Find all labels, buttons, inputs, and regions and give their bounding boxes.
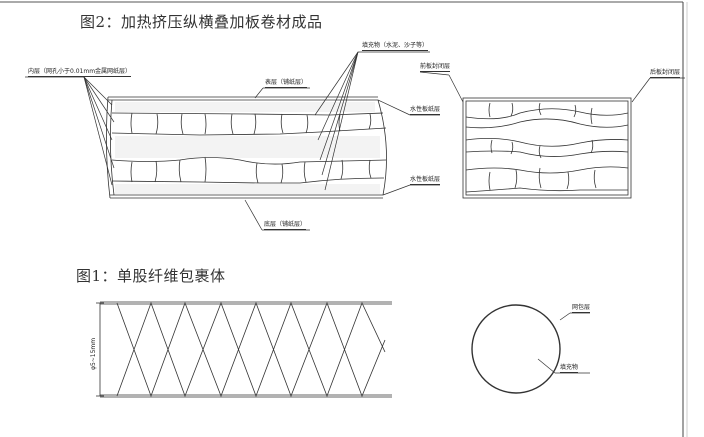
label-horizontal-layer-2: 水性板纸层 — [410, 176, 441, 185]
figure2-title: 图2：加热挤压纵横叠加板卷材成品 — [80, 13, 323, 31]
label-horizontal-layer-1: 水性板纸层 — [410, 106, 441, 115]
label-surface-layer: 表层（铺纸层） — [265, 79, 308, 88]
fig2-cross-section — [462, 97, 632, 199]
label-core-filler: 填充物 — [560, 364, 579, 373]
fig2-filler-texture — [115, 102, 380, 194]
fig2-leader-lines — [25, 51, 440, 231]
label-inner-layer: 内层（网孔小于0.01mm金属网纸层） — [28, 68, 132, 77]
fig1-fiber-bundle — [96, 301, 392, 398]
label-edge-cover-left: 前板封闭层 — [420, 63, 451, 72]
label-outer-wrap: 网包层 — [572, 304, 591, 313]
label-filler: 填充物（水泥、沙子等） — [362, 42, 429, 51]
fig1-circle-section — [471, 304, 590, 394]
label-bottom-layer: 底层（铺纸层） — [264, 221, 307, 230]
fig2-cross-leaders — [419, 71, 685, 103]
label-diameter: φ5~15mm — [90, 337, 97, 370]
figure1-title: 图1：单股纤维包裹体 — [76, 267, 226, 285]
label-edge-cover-right: 后板封闭层 — [650, 69, 681, 78]
